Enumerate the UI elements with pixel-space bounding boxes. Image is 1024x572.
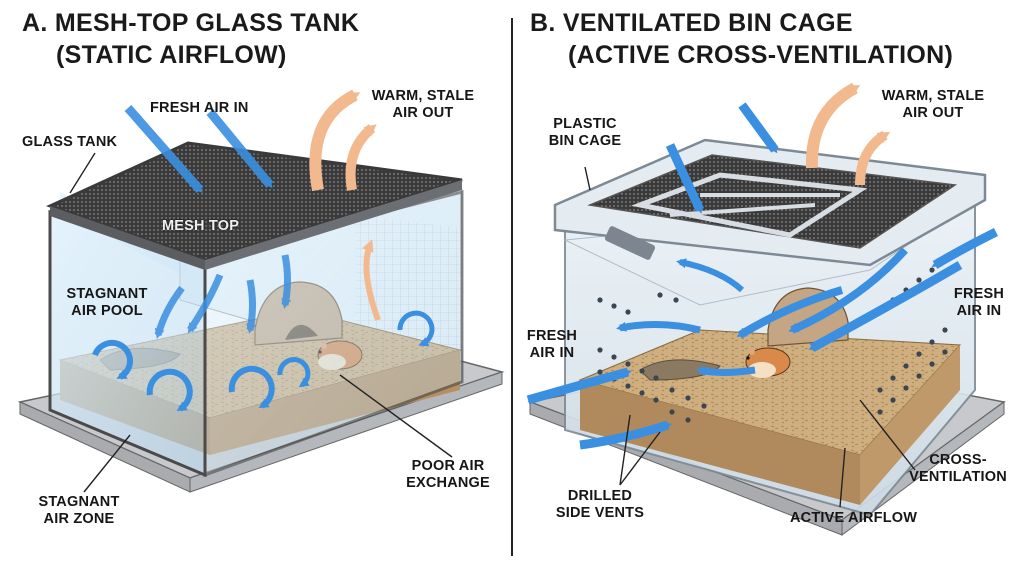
stagnant-air-zone-line2: AIR ZONE xyxy=(43,511,115,527)
poor-air-exchange-line2: EXCHANGE xyxy=(406,475,490,491)
glass-tank-label: GLASS TANK xyxy=(22,134,118,150)
panel-a-fresh-air-in-label: FRESH AIR IN xyxy=(150,100,249,116)
panel-b-title-line1: B. VENTILATED BIN CAGE xyxy=(530,9,853,37)
panel-b-fresh-air-left-line2: AIR IN xyxy=(529,345,575,361)
stagnant-air-pool-line1: STAGNANT xyxy=(66,286,148,302)
cross-ventilation-label: CROSS- VENTILATION xyxy=(900,452,1016,486)
drilled-side-vents-label: DRILLED SIDE VENTS xyxy=(545,488,655,522)
panel-b-fresh-air-left-label: FRESH AIR IN xyxy=(520,328,584,362)
mesh-top-label: MESH TOP xyxy=(162,218,240,234)
stagnant-air-pool-line2: AIR POOL xyxy=(71,303,143,319)
cross-ventilation-line1: CROSS- xyxy=(929,452,987,468)
stagnant-air-pool-label: STAGNANT AIR POOL xyxy=(62,286,152,320)
panel-a-tank xyxy=(17,89,505,493)
active-airflow-label: ACTIVE AIRFLOW xyxy=(790,510,918,526)
panel-b-warm-stale-label: WARM, STALE AIR OUT xyxy=(878,88,988,122)
panel-a-warm-stale-line1: WARM, STALE xyxy=(371,88,475,104)
panel-a-title-line2: (STATIC AIRFLOW) xyxy=(56,41,287,69)
poor-air-exchange-label: POOR AIR EXCHANGE xyxy=(400,458,496,492)
stagnant-air-zone-label: STAGNANT AIR ZONE xyxy=(34,494,124,528)
poor-air-exchange-line1: POOR AIR xyxy=(411,458,485,474)
panel-a-warm-stale-label: WARM, STALE AIR OUT xyxy=(368,88,478,122)
panel-b-warm-stale-line2: AIR OUT xyxy=(902,105,964,121)
panel-b-warm-stale-line1: WARM, STALE xyxy=(881,88,985,104)
plastic-bin-cage-line2: BIN CAGE xyxy=(548,133,622,149)
panel-b-title-line2: (ACTIVE CROSS-VENTILATION) xyxy=(568,41,954,69)
panel-b-fresh-air-right-line2: AIR IN xyxy=(956,303,1002,319)
plastic-bin-cage-line1: PLASTIC xyxy=(553,116,617,132)
panel-b-fresh-air-left-line1: FRESH xyxy=(526,328,578,344)
stagnant-air-zone-line1: STAGNANT xyxy=(38,494,120,510)
drilled-side-vents-line1: DRILLED xyxy=(567,488,633,504)
panel-b-bin xyxy=(526,82,1006,536)
panel-b-fresh-air-right-label: FRESH AIR IN xyxy=(944,286,1014,320)
drilled-side-vents-line2: SIDE VENTS xyxy=(555,505,645,521)
cross-ventilation-line2: VENTILATION xyxy=(909,469,1007,485)
panel-a-warm-stale-line2: AIR OUT xyxy=(392,105,454,121)
panel-b-fresh-air-right-line1: FRESH xyxy=(953,286,1005,302)
panel-a-title-line1: A. MESH-TOP GLASS TANK xyxy=(22,9,360,37)
plastic-bin-cage-label: PLASTIC BIN CAGE xyxy=(540,116,630,150)
